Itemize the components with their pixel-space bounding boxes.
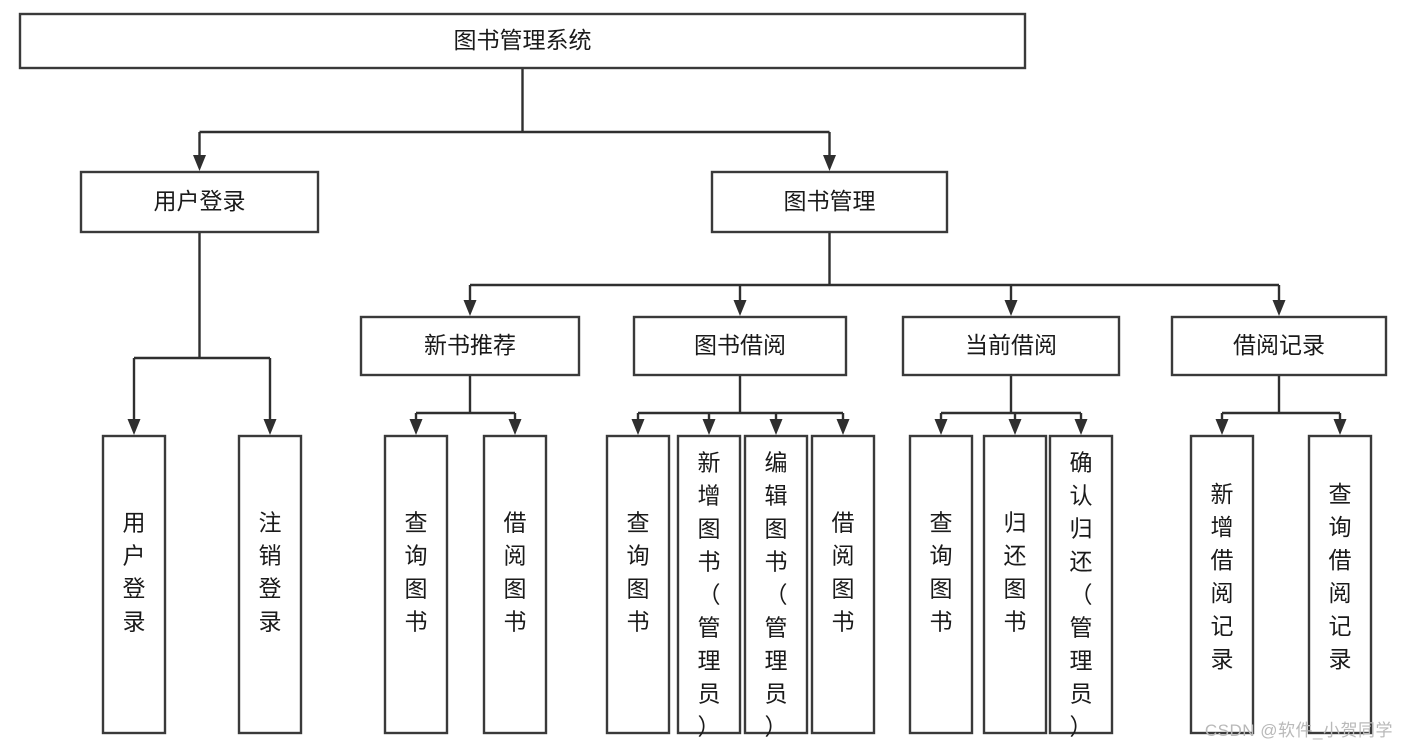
node-label: 注销登录 xyxy=(259,510,282,635)
node-leaf-add-book-admin[interactable]: 新增图书（管理员） xyxy=(676,434,742,740)
arrow-head-icon xyxy=(1215,419,1229,435)
node-label: 新书推荐 xyxy=(424,332,516,358)
arrow-head-icon xyxy=(263,419,277,435)
connector-group xyxy=(463,232,1286,316)
arrow-head-icon xyxy=(631,419,645,435)
node-box[interactable] xyxy=(676,434,742,735)
node-user-login[interactable]: 用户登录 xyxy=(79,170,320,234)
node-box[interactable] xyxy=(605,434,671,735)
arrow-head-icon xyxy=(463,300,477,316)
node-leaf-query-book-rec[interactable]: 查询图书 xyxy=(383,434,449,735)
arrow-head-icon xyxy=(702,419,716,435)
node-label: 确认归还（管理员） xyxy=(1070,450,1093,740)
connectors-layer xyxy=(127,68,1347,435)
node-label: 查询图书 xyxy=(405,510,428,635)
node-box[interactable] xyxy=(1048,434,1114,735)
connector-group xyxy=(409,375,522,435)
connector-group xyxy=(1215,375,1347,435)
node-borrow-record[interactable]: 借阅记录 xyxy=(1170,315,1388,377)
node-label: 借阅图书 xyxy=(504,510,527,635)
arrow-head-icon xyxy=(1008,419,1022,435)
node-leaf-confirm-return-admin[interactable]: 确认归还（管理员） xyxy=(1048,434,1114,740)
node-box[interactable] xyxy=(710,170,949,234)
node-label: 查询图书 xyxy=(627,510,650,635)
node-box[interactable] xyxy=(632,315,848,377)
node-book-manage[interactable]: 图书管理 xyxy=(710,170,949,234)
node-box[interactable] xyxy=(237,434,303,735)
node-leaf-return-book[interactable]: 归还图书 xyxy=(982,434,1048,735)
node-box[interactable] xyxy=(359,315,581,377)
node-box[interactable] xyxy=(482,434,548,735)
connector-group xyxy=(934,375,1088,435)
node-label: 编辑图书（管理员） xyxy=(765,450,788,740)
node-label: 新增图书（管理员） xyxy=(698,450,721,740)
node-label: 查询借阅记录 xyxy=(1329,481,1352,672)
node-current-borrow[interactable]: 当前借阅 xyxy=(901,315,1121,377)
node-box[interactable] xyxy=(1189,434,1255,735)
connector-group xyxy=(127,232,277,435)
arrow-head-icon xyxy=(1272,300,1286,316)
connector-group xyxy=(193,68,836,171)
node-box[interactable] xyxy=(383,434,449,735)
node-label: 用户登录 xyxy=(123,510,146,635)
arrow-head-icon xyxy=(409,419,423,435)
node-label: 图书管理 xyxy=(784,188,876,214)
arrow-head-icon xyxy=(193,155,206,171)
node-box[interactable] xyxy=(982,434,1048,735)
node-leaf-borrow-book-rec[interactable]: 借阅图书 xyxy=(482,434,548,735)
node-box[interactable] xyxy=(908,434,974,735)
node-label: 借阅图书 xyxy=(832,510,855,635)
arrow-head-icon xyxy=(934,419,948,435)
node-box[interactable] xyxy=(1307,434,1373,735)
node-leaf-edit-book-admin[interactable]: 编辑图书（管理员） xyxy=(743,434,809,740)
arrow-head-icon xyxy=(127,419,141,435)
node-leaf-add-borrow-record[interactable]: 新增借阅记录 xyxy=(1189,434,1255,735)
arrow-head-icon xyxy=(733,300,747,316)
node-label: 用户登录 xyxy=(154,188,246,214)
arrow-head-icon xyxy=(1333,419,1347,435)
node-leaf-borrow-book[interactable]: 借阅图书 xyxy=(810,434,876,735)
node-label: 当前借阅 xyxy=(965,332,1057,358)
node-leaf-query-borrow-record[interactable]: 查询借阅记录 xyxy=(1307,434,1373,735)
node-box[interactable] xyxy=(101,434,167,735)
arrow-head-icon xyxy=(1004,300,1018,316)
arrow-head-icon xyxy=(508,419,522,435)
node-leaf-user-login[interactable]: 用户登录 xyxy=(101,434,167,735)
node-box[interactable] xyxy=(18,12,1027,70)
node-label: 图书借阅 xyxy=(694,332,786,358)
node-leaf-query-book-current[interactable]: 查询图书 xyxy=(908,434,974,735)
arrow-head-icon xyxy=(836,419,850,435)
node-label: 归还图书 xyxy=(1004,510,1027,635)
node-root[interactable]: 图书管理系统 xyxy=(18,12,1027,70)
node-leaf-logout-login[interactable]: 注销登录 xyxy=(237,434,303,735)
watermark-text: CSDN @软件_小贺同学 xyxy=(1204,721,1393,740)
node-label: 借阅记录 xyxy=(1233,332,1325,358)
node-new-book-rec[interactable]: 新书推荐 xyxy=(359,315,581,377)
node-leaf-query-book-borrow[interactable]: 查询图书 xyxy=(605,434,671,735)
node-label: 新增借阅记录 xyxy=(1211,481,1234,672)
connector-group xyxy=(631,375,850,435)
arrow-head-icon xyxy=(823,155,836,171)
arrow-head-icon xyxy=(769,419,783,435)
node-label: 查询图书 xyxy=(930,510,953,635)
node-box[interactable] xyxy=(810,434,876,735)
node-label: 图书管理系统 xyxy=(454,27,592,53)
arrow-head-icon xyxy=(1074,419,1088,435)
node-box[interactable] xyxy=(901,315,1121,377)
nodes-layer: 图书管理系统用户登录图书管理新书推荐图书借阅当前借阅借阅记录用户登录注销登录查询… xyxy=(18,12,1388,740)
node-box[interactable] xyxy=(79,170,320,234)
node-box[interactable] xyxy=(743,434,809,735)
node-book-borrow[interactable]: 图书借阅 xyxy=(632,315,848,377)
node-box[interactable] xyxy=(1170,315,1388,377)
